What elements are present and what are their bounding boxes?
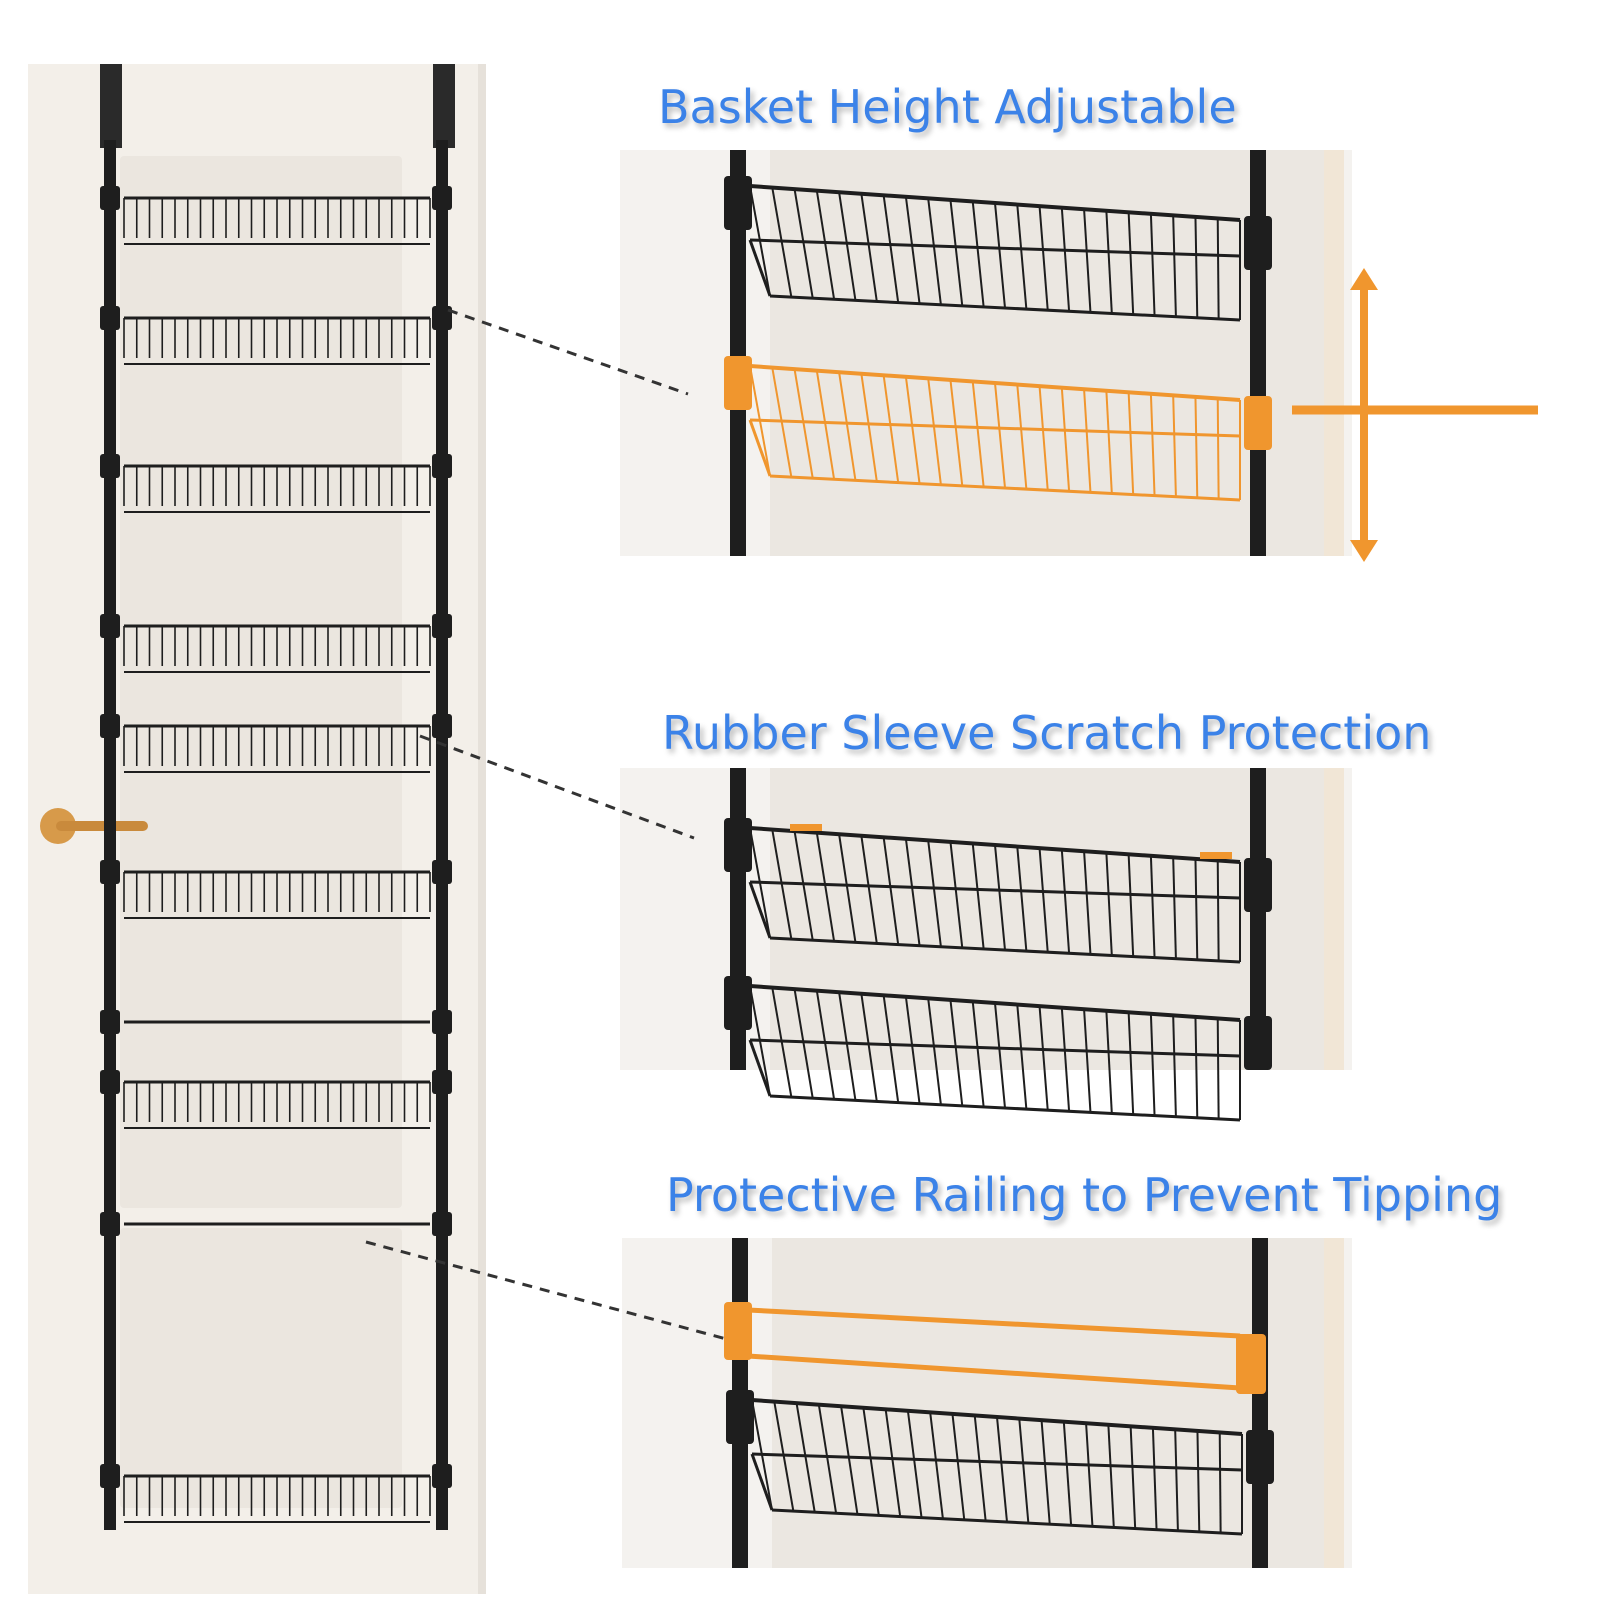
callout-line-railing: [365, 1240, 731, 1342]
heading-rubber-sleeve: Rubber Sleeve Scratch Protection: [662, 706, 1432, 760]
rack-baskets: [100, 186, 452, 1523]
detail-panel-rubber-sleeve: [620, 768, 1352, 1122]
rack-basket: [100, 1070, 452, 1129]
adjust-arrow-icon: [1292, 268, 1538, 562]
detail-panel-railing: [622, 1238, 1352, 1568]
door-lower-panel: [120, 1228, 402, 1508]
heading-basket-height: Basket Height Adjustable: [658, 80, 1237, 134]
rack-basket: [100, 614, 452, 673]
rack-basket: [100, 714, 452, 773]
door-edge: [478, 64, 486, 1594]
callout-line-height: [447, 308, 689, 396]
rack-basket: [100, 186, 452, 245]
rack-basket: [100, 1010, 452, 1034]
heading-railing: Protective Railing to Prevent Tipping: [666, 1168, 1503, 1222]
rack-basket: [100, 1212, 452, 1236]
rack-basket: [100, 454, 452, 513]
rack-basket: [100, 1464, 452, 1523]
door-handle: [40, 808, 148, 844]
rack-basket: [100, 306, 452, 365]
rack-basket: [100, 860, 452, 919]
detail-panel-height-adjust: [620, 150, 1352, 556]
left-door-hook: [100, 64, 122, 148]
rack-uprights: [104, 140, 448, 1530]
callout-line-sleeve: [419, 734, 695, 840]
right-door-hook: [433, 64, 455, 148]
door-upper-panel: [120, 156, 402, 1208]
